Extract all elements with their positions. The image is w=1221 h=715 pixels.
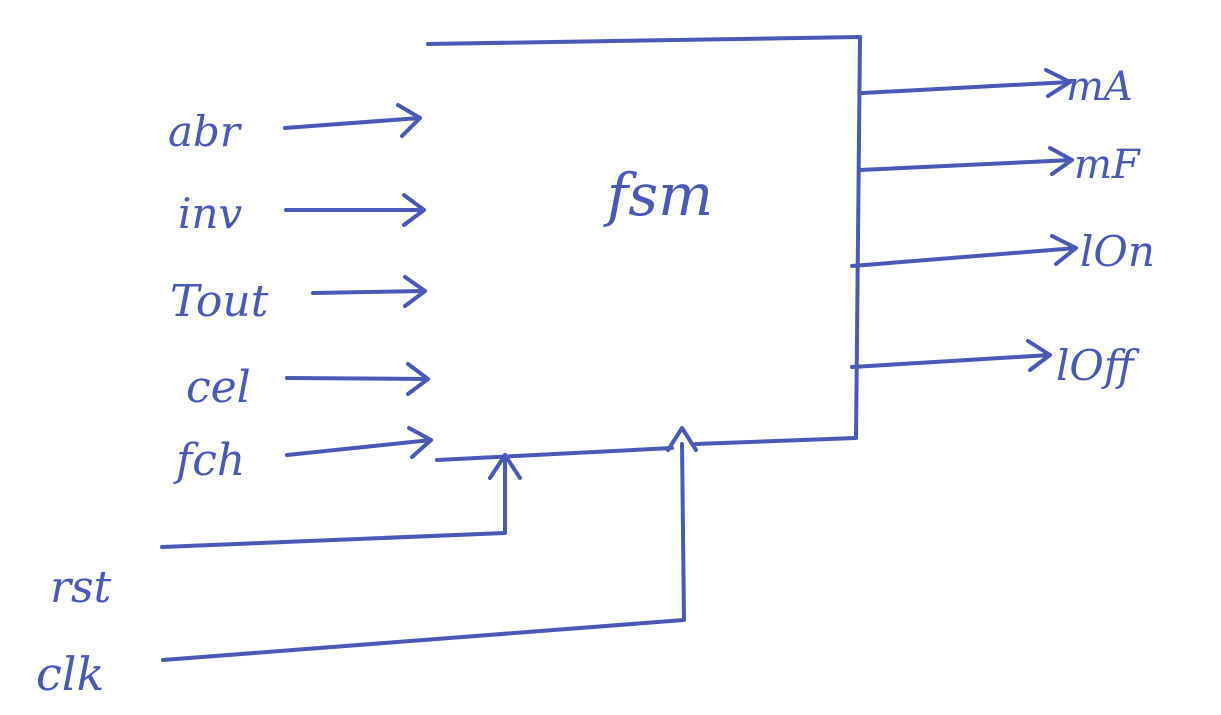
input-arrow-inv [284, 193, 426, 227]
input-cel: cel [186, 362, 430, 413]
output-arrow-loff [850, 339, 1052, 372]
clock-triangle [666, 426, 698, 452]
output-mf: mF [858, 142, 1141, 188]
output-label-loff: lOff [1056, 341, 1140, 390]
input-tout: Tout [170, 275, 427, 327]
output-arrow-lon [850, 234, 1078, 268]
input-fch: fch [173, 426, 433, 486]
output-label-ma: mA [1066, 64, 1133, 110]
output-label-mf: mF [1074, 142, 1141, 188]
reset-wire [160, 453, 522, 549]
input-label-tout: Tout [170, 276, 269, 327]
input-label-inv: inv [178, 189, 242, 238]
reset-label: rst [50, 562, 112, 613]
output-label-lon: lOn [1080, 227, 1155, 276]
output-arrow-mf [858, 146, 1074, 176]
input-abr: abr [168, 103, 422, 156]
output-ma: mA [860, 64, 1133, 110]
input-arrow-cel [285, 362, 430, 396]
input-arrow-abr [283, 103, 422, 138]
output-lon: lOn [850, 227, 1155, 276]
fsm-box [426, 35, 862, 462]
output-loff: lOff [850, 339, 1140, 390]
clock-label: clk [36, 647, 104, 701]
input-label-cel: cel [186, 362, 251, 413]
input-label-fch: fch [173, 435, 245, 486]
output-arrow-ma [860, 68, 1072, 98]
input-arrow-tout [311, 275, 427, 308]
input-arrow-fch [285, 426, 433, 459]
input-label-abr: abr [168, 107, 243, 156]
reset-input: rst [50, 453, 522, 613]
clock-input: clk [36, 442, 686, 701]
input-inv: inv [178, 189, 426, 238]
fsm-label: fsm [603, 161, 713, 229]
clock-wire [161, 442, 686, 662]
